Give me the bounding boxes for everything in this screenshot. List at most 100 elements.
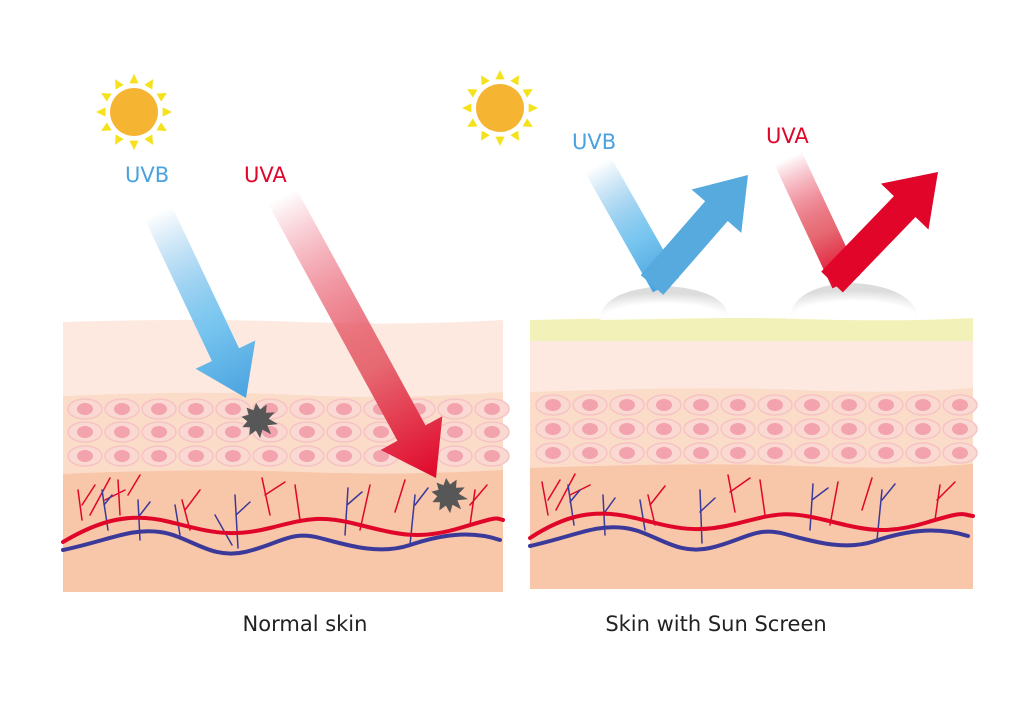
cell-nucleus xyxy=(225,403,241,415)
cell-nucleus xyxy=(878,447,894,459)
cell-nucleus xyxy=(262,450,278,462)
sunscreen-droplet-1 xyxy=(600,286,728,320)
sunscreen-skin-caption: Skin with Sun Screen xyxy=(605,612,826,636)
cell-nucleus xyxy=(582,447,598,459)
normal-skin-panel xyxy=(61,320,510,592)
right-uvb-label: UVB xyxy=(572,130,616,154)
cell-nucleus xyxy=(767,447,783,459)
damage-burst-icon xyxy=(241,403,278,439)
cell-nucleus xyxy=(582,399,598,411)
dermis-layer xyxy=(63,470,503,592)
cell-nucleus xyxy=(151,450,167,462)
cell-nucleus xyxy=(545,447,561,459)
left-uva-arrow xyxy=(267,188,443,478)
cell-nucleus xyxy=(841,447,857,459)
cell-nucleus xyxy=(656,399,672,411)
sun-icon xyxy=(462,70,538,146)
right-uva-label: UVA xyxy=(766,124,809,148)
uv-arrows xyxy=(144,151,938,478)
sun-ray xyxy=(510,75,519,86)
blood-vessels xyxy=(61,474,505,556)
sun-ray xyxy=(101,93,112,102)
sun-ray xyxy=(481,130,490,141)
cell-nucleus xyxy=(373,426,389,438)
cell-nucleus xyxy=(447,450,463,462)
suns xyxy=(96,70,538,150)
right-uvb-reflected-arrow xyxy=(640,175,748,295)
cell-nucleus xyxy=(447,426,463,438)
cell-nucleus xyxy=(952,399,968,411)
vein xyxy=(528,525,970,552)
dna-damage-marks xyxy=(241,403,468,514)
sunscreen-droplet-2 xyxy=(790,283,918,318)
sun-ray xyxy=(115,79,124,90)
sun-ray xyxy=(481,75,490,86)
sun-ray xyxy=(144,79,153,90)
left-uvb-label: UVB xyxy=(125,163,169,187)
sun-ray xyxy=(162,107,172,117)
cell-nucleus xyxy=(619,399,635,411)
cell-nucleus xyxy=(841,399,857,411)
cell-nucleus xyxy=(878,423,894,435)
sun-ray xyxy=(144,134,153,145)
cell-nucleus xyxy=(336,426,352,438)
sun-ray xyxy=(96,107,106,117)
cell-nucleus xyxy=(767,399,783,411)
capillaries-red xyxy=(541,473,956,526)
capillaries-red xyxy=(77,474,488,531)
right-uva-reflected-arrow xyxy=(821,172,938,293)
dermis-layer xyxy=(530,464,973,589)
normal-skin-caption: Normal skin xyxy=(243,612,368,636)
cell-nucleus xyxy=(336,403,352,415)
cell-nucleus xyxy=(693,447,709,459)
artery xyxy=(61,515,505,544)
sunscreen-layer xyxy=(530,317,973,342)
damage-burst-icon xyxy=(431,478,468,514)
cell-nucleus xyxy=(693,423,709,435)
cell-nucleus xyxy=(225,450,241,462)
cell-nucleus xyxy=(545,423,561,435)
cell-nucleus xyxy=(373,450,389,462)
blood-vessels xyxy=(528,473,975,552)
cell-nucleus xyxy=(915,447,931,459)
cell-nucleus xyxy=(730,423,746,435)
cell-nucleus xyxy=(656,423,672,435)
epidermis-top-layer xyxy=(63,320,503,400)
sun-ray xyxy=(467,118,478,127)
sun-ray xyxy=(129,74,139,84)
cell-nucleus xyxy=(619,447,635,459)
sun-ray xyxy=(156,122,167,131)
cell-nucleus xyxy=(804,447,820,459)
cell-nucleus xyxy=(114,450,130,462)
sunscreen-skin-panel xyxy=(528,283,978,589)
sun-ray xyxy=(522,118,533,127)
cell-nucleus xyxy=(188,450,204,462)
cell-nucleus xyxy=(767,423,783,435)
cell-nucleus xyxy=(188,403,204,415)
vein xyxy=(61,529,502,556)
cell-nucleus xyxy=(114,403,130,415)
artery xyxy=(528,511,975,540)
skin-cells xyxy=(67,398,510,467)
sun-ray xyxy=(467,89,478,98)
cell-nucleus xyxy=(804,423,820,435)
cell-nucleus xyxy=(299,403,315,415)
cell-nucleus xyxy=(693,399,709,411)
cell-nucleus xyxy=(484,403,500,415)
left-uva-label: UVA xyxy=(244,163,287,187)
cell-nucleus xyxy=(151,403,167,415)
cell-nucleus xyxy=(841,423,857,435)
sun-ray xyxy=(101,122,112,131)
sun-ray xyxy=(522,89,533,98)
cell-nucleus xyxy=(225,426,241,438)
cell-nucleus xyxy=(151,426,167,438)
sun-ray xyxy=(156,93,167,102)
cell-nucleus xyxy=(730,447,746,459)
sun-disc xyxy=(476,84,524,132)
cell-nucleus xyxy=(619,423,635,435)
epidermis-top-layer xyxy=(530,341,973,393)
cell-nucleus xyxy=(730,399,746,411)
cell-nucleus xyxy=(878,399,894,411)
sun-ray xyxy=(462,103,472,113)
